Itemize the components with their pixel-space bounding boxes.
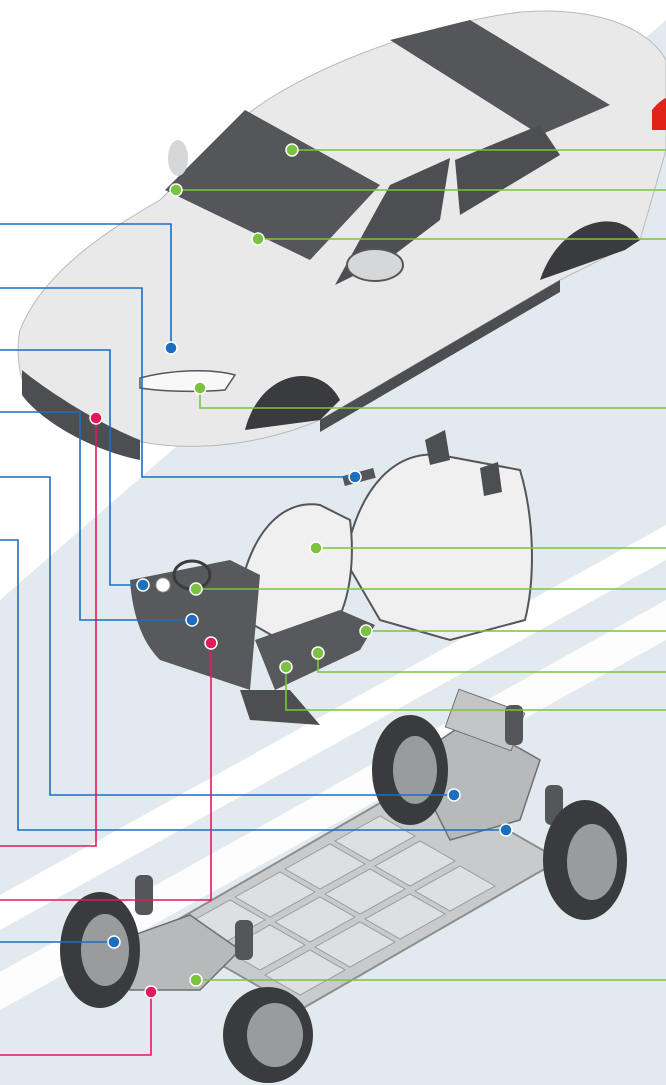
roof-glass [390,20,610,135]
spring [135,875,153,915]
leader-headlight-sensor [0,223,172,348]
rear-seat-headrest [425,430,450,465]
side-window-rear [455,125,560,215]
leader-front-controller [0,992,152,1056]
dot-hood-area [251,232,265,246]
rear-seat-headrest [480,462,502,496]
side-sill [320,280,560,432]
dot-front-bumper-sensor [89,411,103,425]
road-stripe [0,600,666,1010]
dot-headlight [193,381,207,395]
dot-headlight-sensor [164,341,178,355]
leader-front-bumper-sensor [0,418,97,847]
marker-dots [89,143,513,999]
dot-front-power-electronics [189,973,203,987]
dot-steering-column [185,613,199,627]
tire-front-left [223,987,313,1083]
dot-front-motor [107,935,121,949]
console-floor [240,690,320,725]
tire-rear-left [543,800,627,920]
dot-roof-module [348,470,362,484]
dot-rear-inverter [499,823,513,837]
tire-rear-right [372,715,448,825]
dot-console-controls [311,646,325,660]
leader-dashboard-display [0,643,212,901]
dot-dash-panel [279,660,293,674]
interior-camera-part [155,577,171,593]
dot-rear-motor [447,788,461,802]
side-mirror-rear [168,140,188,176]
wheel-arch-rear [540,221,640,280]
leader-rear-motor [0,476,454,796]
dot-windshield-edge [169,183,183,197]
dot-steering-wheel [189,582,203,596]
leader-rear-inverter [0,539,506,831]
dot-front-seat [309,541,323,555]
headlight-unit [139,369,237,393]
dot-dashboard-display [204,636,218,650]
side-mirror [346,248,404,282]
dot-interior-camera [136,578,150,592]
spring [505,705,523,745]
leader-steering-column [0,411,192,621]
tire-front-right [60,892,140,1008]
dot-center-console [359,624,373,638]
leader-interior-camera [0,349,136,586]
dot-windshield [285,143,299,157]
windshield-glass [165,110,380,260]
dot-front-controller [144,985,158,999]
leader-roof-module [0,287,355,478]
chassis [60,688,627,1083]
spring [235,920,253,960]
wheel-arch-front [245,376,340,430]
taillight [652,98,666,130]
leader-dash-panel [285,667,666,711]
